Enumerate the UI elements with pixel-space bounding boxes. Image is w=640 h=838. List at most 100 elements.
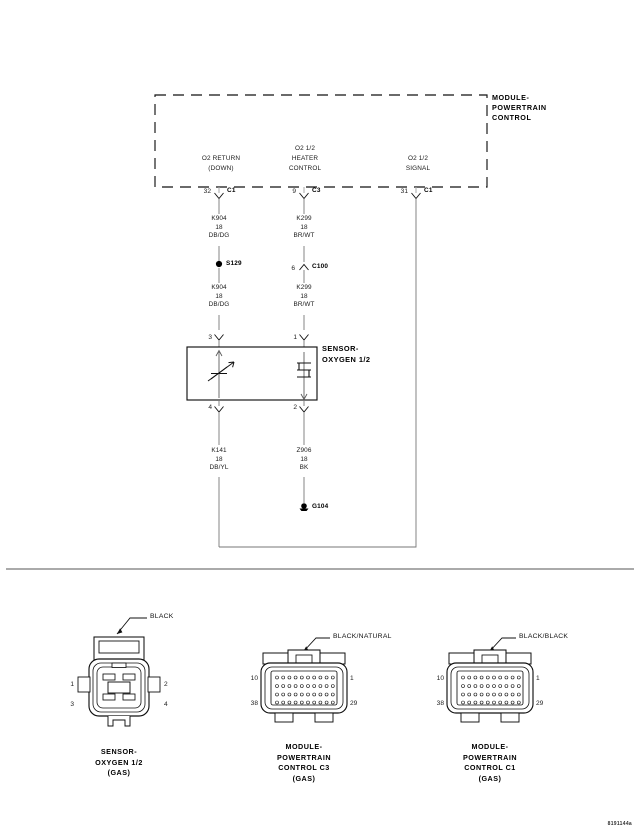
- caption-line: SENSOR-: [100, 747, 138, 756]
- wire-color: BR/WT: [293, 232, 315, 240]
- sensor-pin-4: 4: [208, 404, 212, 411]
- sensor-title-line-2: OXYGEN 1/2: [322, 355, 371, 364]
- sensor-pin-1: 1: [293, 334, 297, 341]
- pin-row: [461, 684, 521, 688]
- caption-line: CONTROL C3: [278, 763, 330, 772]
- pin-number-32: 32: [203, 188, 211, 195]
- wire-label-z906: Z906 18 BK: [297, 447, 312, 473]
- wire-color: DB/DG: [208, 301, 230, 309]
- pcm-function-o2-return-line-2: (DOWN): [208, 165, 234, 172]
- pcm-title-line-1: MODULE-: [492, 93, 530, 102]
- wire-gauge: 18: [215, 292, 223, 300]
- wire-label-k141: K141 18 DB/YL: [210, 447, 229, 473]
- wire-circuit: K904: [211, 284, 227, 291]
- wire-label-k299-lower: K299 18 BR/WT: [293, 284, 314, 310]
- connector-label-c1-signal: C1: [424, 187, 433, 194]
- caption-line: (GAS): [478, 773, 502, 783]
- caption-line: CONTROL C1: [464, 763, 516, 772]
- connector-caption-oxygen-sensor: SENSOR- OXYGEN 1/2 (GAS): [95, 747, 143, 779]
- wire-circuit: K299: [296, 284, 312, 291]
- connector-callout-oxygen-sensor: BLACK: [150, 613, 174, 620]
- ground-label-g104: G104: [312, 503, 329, 510]
- sensor-pin-2: 2: [293, 404, 297, 411]
- wire-circuit: K141: [211, 447, 227, 454]
- connector-graphic-pcm-c1: [446, 637, 534, 723]
- pcm-title-line-2: POWERTRAIN: [492, 103, 547, 112]
- connector-pin-bottom-left-c3: 38: [250, 700, 258, 707]
- connector-graphic-pcm-c3: [260, 637, 348, 723]
- splice-dot-s129: [215, 260, 223, 268]
- circuit-sensor-lower: [214, 400, 309, 547]
- connector-label-c100: C100: [312, 263, 329, 270]
- wire-color: BK: [299, 464, 309, 472]
- connector-label-c3: C3: [312, 187, 321, 194]
- wire-gauge: 18: [300, 455, 308, 463]
- caption-line: POWERTRAIN: [462, 752, 518, 762]
- wire-label-k299-upper: K299 18 BR/WT: [293, 215, 314, 241]
- ground-symbol-g104: [299, 503, 309, 511]
- connector-pin-top-right-c3: 1: [350, 675, 354, 682]
- pcm-function-o2-return-line-1: O2 RETURN: [201, 155, 241, 162]
- caption-line: POWERTRAIN: [276, 752, 332, 762]
- pcm-function-heater-line-1: O2 1/2: [294, 145, 316, 152]
- connector-pin-top-left-c3: 10: [250, 675, 258, 682]
- wire-label-k904-lower: K904 18 DB/DG: [209, 284, 230, 310]
- pcm-function-heater-line-3: CONTROL: [288, 165, 322, 172]
- pcm-function-heater-line-2: HEATER: [291, 155, 319, 162]
- sensor-pin-3: 3: [208, 334, 212, 341]
- connector-callout-pcm-c1: BLACK/BLACK: [519, 633, 569, 640]
- sensor-title-line-1: SENSOR-: [322, 344, 359, 353]
- figure-id: 8191144a: [607, 821, 632, 827]
- caption-line: (GAS): [107, 768, 131, 777]
- connector-label-c1-return: C1: [227, 187, 236, 194]
- circuit-o2-heater: [299, 187, 309, 347]
- connector-pin-bottom-left-c1: 38: [436, 700, 444, 707]
- pin-number-9: 9: [292, 188, 296, 195]
- caption-line: MODULE-: [285, 742, 323, 751]
- pin-number-31: 31: [400, 188, 408, 195]
- wire-gauge: 18: [300, 292, 308, 300]
- connector-pin-top-left-c1: 10: [436, 675, 444, 682]
- wire-color: DB/DG: [208, 232, 230, 240]
- caption-line: MODULE-: [471, 742, 509, 751]
- circuit-o2-return: [214, 187, 224, 347]
- wire-circuit: K904: [211, 215, 227, 222]
- connector-pin-top-right-c1: 1: [536, 675, 540, 682]
- caption-line: OXYGEN 1/2: [95, 757, 143, 767]
- pin-row: [461, 700, 521, 705]
- pcm-boundary: [154, 94, 488, 188]
- connector-pin-bottom-right-c1: 29: [536, 700, 544, 707]
- circuit-o2-signal: [219, 187, 421, 548]
- wire-gauge: 18: [215, 223, 223, 231]
- wire-circuit: Z906: [296, 447, 312, 454]
- connector-pin-bottom-right-c3: 29: [350, 700, 358, 707]
- connector-callout-pcm-c3: BLACK/NATURAL: [333, 633, 392, 640]
- wire-circuit: K299: [296, 215, 312, 222]
- pcm-function-signal-line-2: SIGNAL: [405, 165, 431, 172]
- connector-pin-top-right-oxygen: 2: [164, 681, 168, 688]
- wire-color: DB/YL: [209, 464, 229, 472]
- pin-row: [461, 675, 521, 680]
- wire-label-k904-upper: K904 18 DB/DG: [209, 215, 230, 241]
- connector-caption-pcm-c1: MODULE- POWERTRAIN CONTROL C1 (GAS): [463, 742, 517, 784]
- pcm-title-line-3: CONTROL: [492, 113, 532, 122]
- pcm-function-signal-line-1: O2 1/2: [407, 155, 429, 162]
- pin-row: [275, 684, 335, 688]
- wire-color: BR/WT: [293, 301, 315, 309]
- connector-pin-bottom-right-oxygen: 4: [164, 701, 168, 708]
- pin-row: [461, 692, 521, 697]
- wire-gauge: 18: [300, 223, 308, 231]
- wire-gauge: 18: [215, 455, 223, 463]
- connector-c100-pin: 6: [291, 265, 295, 272]
- connector-pin-top-left-oxygen: 1: [70, 681, 74, 688]
- connector-graphic-oxygen-sensor: [77, 617, 161, 727]
- sensor-oxygen-symbol: [186, 346, 318, 401]
- caption-line: (GAS): [292, 773, 316, 783]
- connector-caption-pcm-c3: MODULE- POWERTRAIN CONTROL C3 (GAS): [277, 742, 331, 784]
- pin-row: [275, 700, 335, 705]
- connector-pin-bottom-left-oxygen: 3: [70, 701, 74, 708]
- pin-row: [275, 692, 335, 697]
- pin-row: [275, 675, 335, 680]
